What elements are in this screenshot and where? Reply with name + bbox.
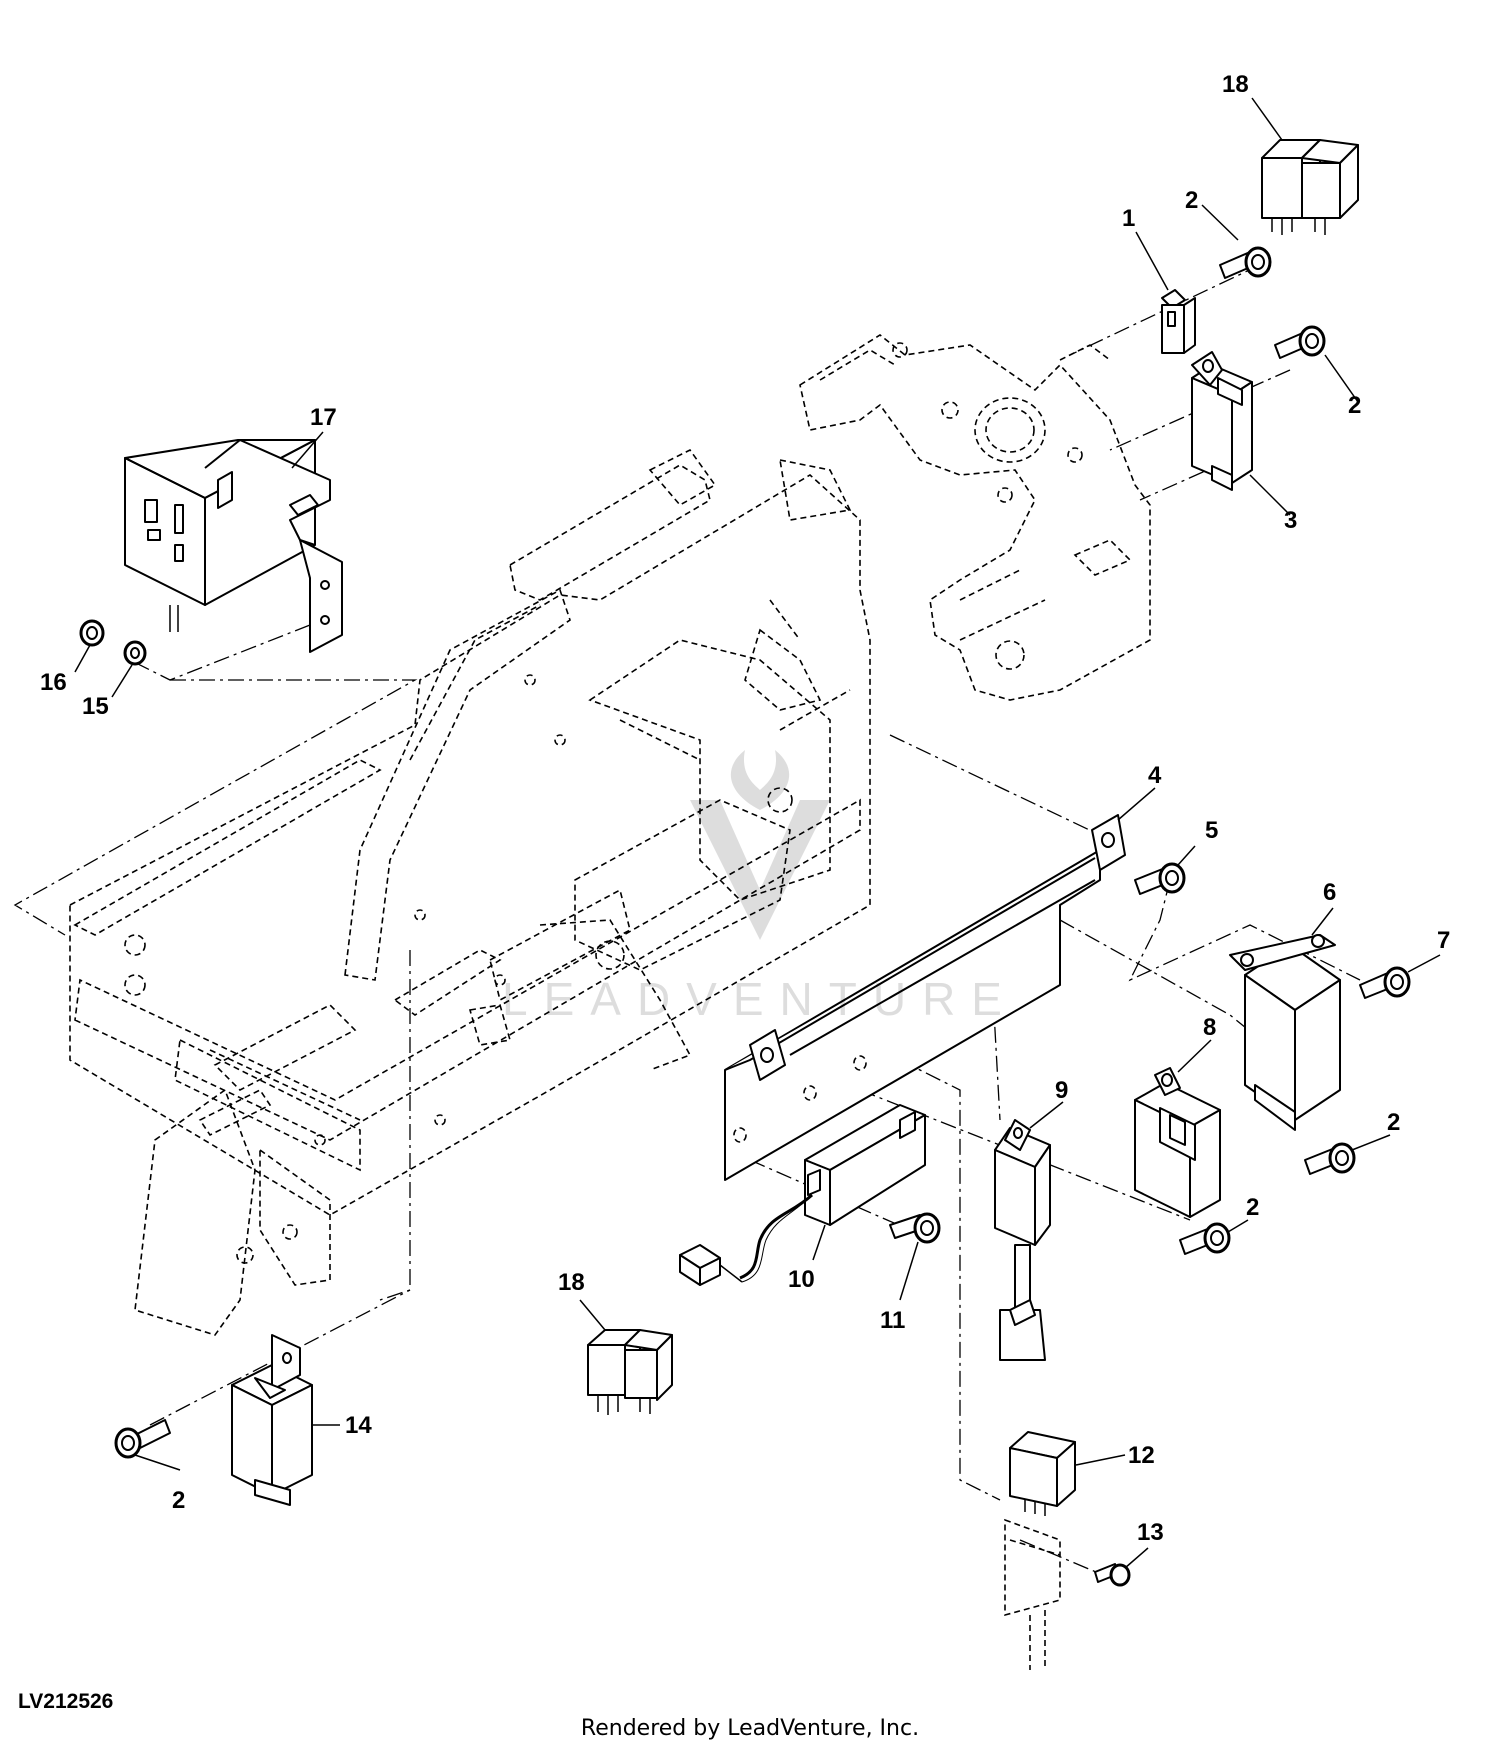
watermark-logo-icon	[690, 750, 830, 940]
part-10-bracket-sensor	[679, 1104, 926, 1286]
callout-9: 9	[1055, 1077, 1068, 1104]
part-18-dual-relay-top	[1261, 139, 1359, 235]
drawing-id: LV212526	[18, 1690, 114, 1713]
part-4-mounting-bar	[724, 814, 1126, 1181]
part-17-bracket	[124, 439, 343, 653]
part-13-screw	[1094, 1563, 1131, 1587]
callout-6: 6	[1323, 879, 1336, 906]
part-2-bolt-relay-8	[1304, 1142, 1356, 1175]
callout-1: 1	[1122, 205, 1135, 232]
callout-14: 14	[345, 1412, 372, 1439]
part-11-bolt	[889, 1212, 941, 1244]
part-12-relay	[1004, 1431, 1076, 1670]
callout-3: 3	[1284, 507, 1297, 534]
part-7-bolt	[1359, 966, 1411, 999]
callout-2-upper: 2	[1185, 187, 1198, 214]
part-1-clip	[1161, 289, 1196, 354]
render-credit: Rendered by LeadVenture, Inc.	[580, 1716, 920, 1741]
part-14-relay	[231, 1334, 313, 1506]
callout-2-lower-left: 2	[172, 1487, 185, 1514]
callout-17: 17	[310, 404, 337, 431]
part-5-bolt	[1134, 862, 1186, 895]
callout-8: 8	[1203, 1014, 1216, 1041]
part-6-large-relay	[1229, 934, 1341, 1131]
watermark: LEADVENTURE	[490, 740, 1030, 1040]
callout-11: 11	[880, 1307, 905, 1334]
callout-5: 5	[1205, 817, 1218, 844]
callout-12: 12	[1128, 1442, 1155, 1469]
callout-4: 4	[1148, 762, 1162, 789]
part-9-module	[994, 1119, 1051, 1361]
part-18-dual-relay-lower	[587, 1329, 673, 1415]
callout-2-lower-center: 2	[1246, 1194, 1259, 1221]
callout-2-relay-8: 2	[1387, 1109, 1400, 1136]
callout-16: 16	[40, 669, 67, 696]
callout-7: 7	[1437, 927, 1450, 954]
callout-labels: 18 2 1 2 3 17 16 15 4 5 6 7 8 9 2 2 18 1…	[40, 71, 1450, 1546]
tractor-frame-phantom	[69, 448, 871, 1336]
part-8-relay	[1134, 1067, 1221, 1218]
callout-13: 13	[1137, 1519, 1164, 1546]
part-15-washer	[123, 640, 147, 666]
callout-leaders	[74, 97, 1441, 1569]
part-2-bolt-lower-left	[114, 1419, 171, 1459]
part-3-relay	[1191, 351, 1253, 491]
callout-10: 10	[788, 1266, 815, 1293]
part-16-nut	[79, 619, 105, 647]
mounting-plate-phantom	[799, 334, 1151, 701]
part-2-bolt-relay-3	[1274, 325, 1326, 359]
callout-18-top: 18	[1222, 71, 1249, 98]
callout-18-lower: 18	[558, 1269, 585, 1296]
watermark-text: LEADVENTURE	[502, 973, 1018, 1025]
callout-15: 15	[82, 693, 109, 720]
part-2-bolt-upper	[1219, 246, 1272, 279]
callout-2-relay-3: 2	[1348, 392, 1361, 419]
part-2-bolt-lower-center	[1179, 1222, 1231, 1255]
